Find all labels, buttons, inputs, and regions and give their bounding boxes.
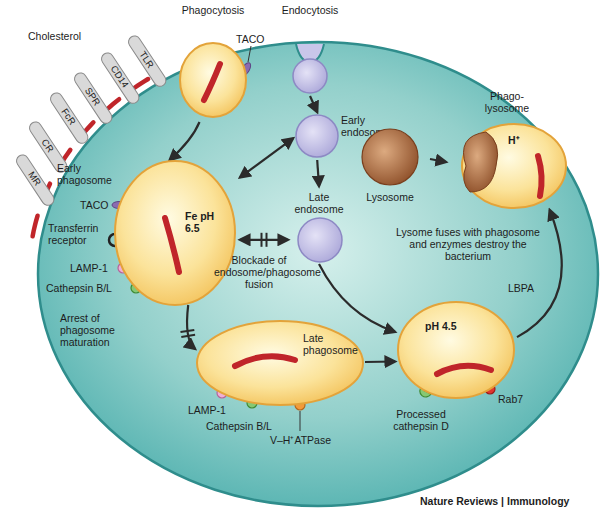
annotation-label: LAMP-1: [70, 262, 108, 274]
receptor-rod: [14, 153, 56, 208]
annotation-label: V–H⁺ATPase: [270, 434, 331, 446]
pathway-arrow: [187, 305, 195, 349]
annotation-label: Rab7: [498, 393, 523, 405]
compartment-shape: [195, 318, 365, 406]
leader-line: [248, 46, 251, 62]
compartment: Phago- lysosomeH⁺: [446, 90, 568, 210]
compartment: Phagocytosis: [168, 4, 258, 122]
annotation-label: LAMP-1: [188, 404, 226, 416]
cholesterol-strand: [107, 99, 120, 109]
block-bar: [266, 233, 268, 247]
receptor-rod: [72, 71, 114, 126]
compartment-label: Endocytosis: [275, 4, 345, 16]
annotation-label: Cholesterol: [28, 30, 81, 42]
compartment-detail: H⁺: [508, 134, 538, 146]
block-bar: [181, 330, 195, 332]
annotation-label: TACO: [80, 199, 108, 211]
annotation-label: Arrest of phagosome maturation: [60, 312, 126, 348]
cholesterol-strand: [134, 79, 148, 88]
pathway-arrow: [430, 159, 446, 162]
pathway-arrow: [170, 122, 200, 160]
pathway-arrow: [317, 160, 319, 186]
receptor-rod: [48, 91, 90, 146]
annotation-label: LBPA: [508, 282, 534, 294]
cholesterol-strand: [33, 216, 38, 237]
block-bar: [181, 335, 195, 337]
annotation-label: Blockade of endosome/phagosome fusion: [214, 254, 304, 290]
compartment: Late phagosome: [195, 318, 365, 406]
compartment-label: Phago- lysosome: [474, 90, 540, 114]
cell-membrane: [38, 42, 598, 506]
compartment-shape: [168, 4, 258, 122]
block-bar: [261, 233, 263, 247]
annotation-label: Cathepsin B/L: [46, 282, 112, 294]
annotation-label: Lysome fuses with phagosome and enzymes …: [388, 226, 548, 262]
compartment: Late endosome: [288, 186, 350, 264]
annotation-label: Transferrin receptor: [48, 222, 108, 246]
compartment-label: Late endosome: [288, 191, 350, 215]
compartment: pH 4.5: [395, 300, 517, 406]
receptor-label: SPR: [82, 85, 102, 107]
compartment-shape: [275, 4, 345, 96]
compartment-label: Phagocytosis: [168, 4, 258, 16]
compartment-label: Lysosome: [350, 191, 430, 203]
receptor-label: CD14: [108, 63, 131, 89]
receptor-label: FcR: [59, 106, 78, 127]
pathway-arrow: [310, 96, 317, 112]
pathway-arrow: [319, 264, 395, 332]
compartment: Lysosome: [350, 125, 430, 210]
leader-line: [300, 411, 301, 431]
pathway-arrow: [240, 239, 288, 241]
receptor-rod: [126, 34, 168, 89]
compartment-label: Late phagosome: [303, 332, 361, 356]
receptor-label: MR: [26, 169, 43, 187]
compartment: Endocytosis: [275, 4, 345, 96]
receptor-rod: [99, 51, 141, 106]
compartment-detail: Fe pH 6.5: [185, 210, 229, 234]
pathway-arrow: [365, 360, 395, 363]
annotation-label: TACO: [236, 33, 264, 45]
compartment-shape: [395, 300, 517, 406]
receptor-label: CR: [39, 137, 56, 154]
compartment-label: Early phagosome: [57, 162, 127, 186]
pathway-arrow: [240, 138, 293, 177]
annotation-label: Cathepsin B/L: [206, 420, 272, 432]
compartment-label: pH 4.5: [425, 320, 485, 332]
annotation-label: Processed cathepsin D: [388, 408, 454, 432]
annotation-label: Nature Reviews | Immunology: [420, 495, 569, 507]
receptor-label: TLR: [137, 49, 156, 70]
